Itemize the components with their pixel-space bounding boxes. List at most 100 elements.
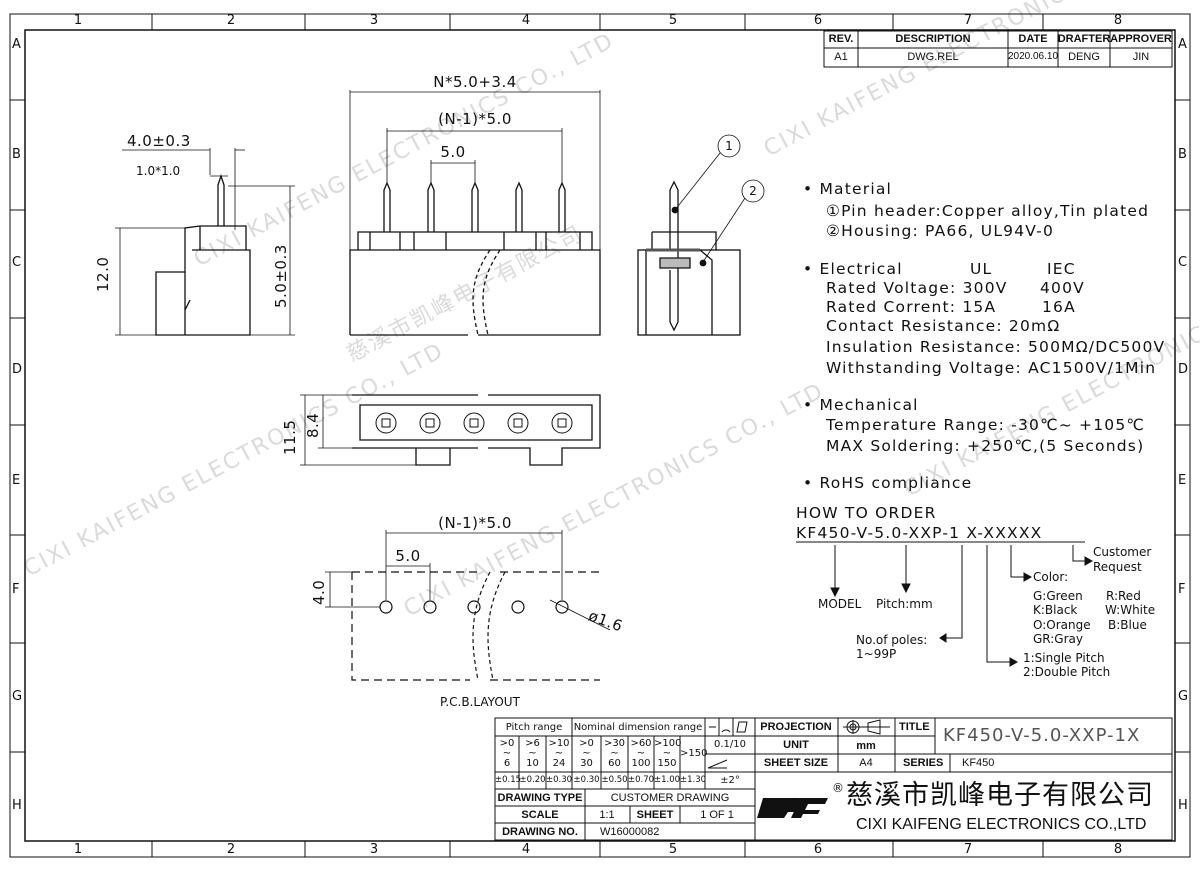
column-label: 8: [1113, 13, 1123, 28]
angle-tolerance: ±2°: [720, 775, 740, 786]
pcb-layout-label: P.C.B.LAYOUT: [440, 695, 520, 709]
spec-rohs: • RoHS compliance: [803, 474, 973, 492]
dim-overall-length: N*5.0+3.4: [433, 73, 517, 91]
callout-1: 1: [725, 139, 733, 153]
column-label: 8: [1113, 842, 1123, 857]
spec-current-iec: 16A: [1042, 298, 1076, 316]
order-arrows: [796, 541, 1094, 667]
sheet-size-value: A4: [859, 757, 873, 769]
row-label: E: [1178, 473, 1187, 488]
order-pitch: Pitch:mm: [876, 597, 933, 611]
front-view: [349, 181, 601, 336]
row-label: B: [1178, 147, 1187, 162]
front-view-dims: [349, 90, 601, 250]
company-name-en: CIXI KAIFENG ELECTRONICS CO.,LTD: [856, 816, 1147, 833]
color-blue: B:Blue: [1108, 618, 1147, 632]
grid-ticks: [10, 14, 1190, 857]
row-label: H: [12, 798, 22, 813]
row-label: C: [12, 255, 22, 270]
row-label: B: [12, 147, 21, 162]
column-label: 2: [226, 13, 236, 28]
spec-electrical: • Electrical: [803, 260, 903, 278]
column-label: 4: [521, 842, 531, 857]
rev-header: REV.: [828, 33, 854, 45]
top-view: [352, 394, 601, 466]
color-orange: O:Orange: [1033, 618, 1091, 632]
column-label: 5: [668, 842, 678, 857]
column-label: 4: [521, 13, 531, 28]
order-color: Color:: [1033, 570, 1069, 584]
order-poles-range: 1~99P: [856, 647, 897, 661]
dim-pcb-span: (N-1)*5.0: [438, 514, 512, 532]
spec-voltage-iec: 400V: [1040, 279, 1085, 297]
row-label: A: [12, 37, 21, 52]
registered-mark: ®: [832, 781, 844, 795]
spec-mechanical: • Mechanical: [803, 396, 919, 414]
column-label: 6: [813, 842, 823, 857]
order-model: MODEL: [818, 597, 862, 611]
column-label: 6: [813, 13, 823, 28]
color-white: W:White: [1105, 603, 1156, 617]
title-label: TITLE: [899, 721, 930, 733]
row-label: D: [12, 362, 23, 377]
row-label: A: [1178, 37, 1187, 52]
spec-insulation: Insulation Resistance: 500MΩ/DC500V: [826, 338, 1166, 356]
spec-contact-resistance: Contact Resistance: 20mΩ: [826, 317, 1061, 335]
pitch-range-header: Pitch range: [505, 722, 563, 733]
projection-label: PROJECTION: [760, 721, 832, 733]
spec-temperature: Temperature Range: -30℃~ +105℃: [826, 416, 1146, 434]
row-label: F: [12, 582, 20, 597]
drafter-header: DRAFTER: [1057, 33, 1111, 45]
spec-material: • Material: [803, 180, 893, 198]
color-gray: GR:Gray: [1033, 632, 1083, 646]
sheet-value: 1 OF 1: [700, 809, 734, 821]
pcb-layout: [351, 571, 600, 681]
revision-table-lines: [823, 30, 1173, 68]
column-label: 5: [668, 13, 678, 28]
series-label: SERIES: [903, 757, 944, 769]
spec-iec-header: IEC: [1047, 260, 1076, 278]
scale-label: SCALE: [521, 809, 559, 821]
spec-ul-header: UL: [970, 260, 993, 278]
dim-pcb-offset: 4.0: [310, 579, 328, 605]
column-label: 7: [963, 13, 973, 28]
dim-depth-inner: 8.4: [304, 412, 322, 438]
tolerance-values: ±0.15±0.20±0.30±0.30±0.50±0.70±1.00±1.30: [495, 775, 707, 785]
dim-pin-span: (N-1)*5.0: [438, 110, 512, 128]
spec-soldering: MAX Soldering: +250℃,(5 Seconds): [826, 437, 1145, 455]
description-header: DESCRIPTION: [895, 33, 971, 45]
dim-pitch: 5.0: [440, 143, 466, 161]
title-value: KF450-V-5.0-XXP-1X: [943, 725, 1141, 746]
row-label: G: [12, 689, 23, 704]
dim-pcb-pitch: 5.0: [395, 547, 421, 565]
company-name-cn: 慈溪市凯峰电子有限公司: [846, 780, 1154, 811]
row-label: E: [12, 473, 21, 488]
spec-withstanding: Withstanding Voltage: AC1500V/1Min: [826, 359, 1157, 377]
column-label: 7: [963, 842, 973, 857]
dim-width: 4.0±0.3: [127, 132, 191, 150]
row-label: H: [1178, 798, 1188, 813]
spec-voltage: Rated Voltage: 300V: [826, 279, 1008, 297]
series-value: KF450: [962, 757, 995, 769]
unit-label: UNIT: [783, 739, 809, 751]
top-view-dims: [300, 394, 416, 466]
nominal-range-header: Nominal dimension range: [573, 722, 703, 733]
spec-current: Rated Corrent: 15A: [826, 298, 997, 316]
company-logo: [757, 798, 828, 818]
title-block-lines: [494, 717, 1173, 841]
sheet-label: SHEET: [636, 809, 674, 821]
row-label: D: [1178, 362, 1189, 377]
date-value: 2020.06.10: [1007, 51, 1059, 62]
dim-pin-length: 5.0±0.3: [272, 244, 290, 308]
row-label: C: [1178, 255, 1188, 270]
drawing-no-label: DRAWING NO.: [502, 826, 578, 838]
spec-housing: ②Housing: PA66, UL94V-0: [826, 222, 1055, 240]
rev-value: A1: [834, 51, 848, 63]
drafter-value: DENG: [1068, 51, 1100, 63]
dim-chamfer: 1.0*1.0: [136, 164, 181, 178]
color-red: R:Red: [1106, 589, 1141, 603]
color-green: G:Green: [1033, 589, 1083, 603]
drawing-no-value: W16000082: [600, 826, 660, 838]
callout-2: 2: [749, 184, 757, 198]
